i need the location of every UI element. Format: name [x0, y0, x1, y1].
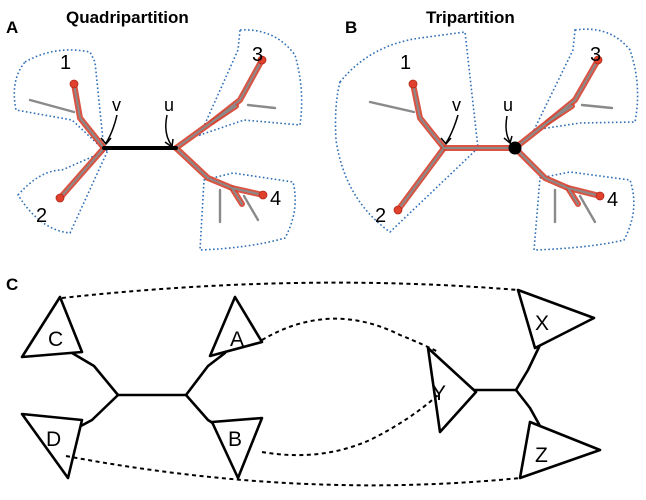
- partition-12-outline: [334, 31, 479, 234]
- gray-branch: [368, 100, 416, 114]
- arrow-to-u-b: [505, 115, 511, 143]
- subtree-b-label: B: [228, 428, 242, 451]
- arrow-to-v-b: [445, 114, 459, 144]
- panel-a: A Quadripartition: [6, 8, 303, 251]
- panel-c-letter: C: [6, 275, 18, 294]
- subtree-c: C: [20, 295, 84, 359]
- leaf-4-label: 4: [270, 188, 281, 210]
- panel-b-letter: B: [345, 18, 357, 37]
- subtree-a: A: [208, 295, 264, 358]
- subtree-z-label: Z: [535, 444, 548, 467]
- subtree-a-label: A: [230, 328, 244, 351]
- subtree-y: Y: [426, 346, 478, 434]
- dashed-link-d-z: [65, 455, 521, 487]
- partition-3-outline-b: [532, 28, 639, 132]
- leaf-2-label-b: 2: [375, 205, 386, 227]
- dashed-link-c-x: [61, 281, 519, 299]
- dashed-link-b-y: [261, 394, 439, 457]
- leaf-1-label: 1: [60, 52, 71, 74]
- node-v-label-b: v: [452, 95, 461, 115]
- panel-a-letter: A: [6, 18, 18, 37]
- gray-branch: [28, 98, 76, 114]
- gray-branch: [578, 194, 597, 224]
- partition-4-outline-b: [533, 171, 635, 251]
- subtree-d-label: D: [46, 428, 61, 451]
- partition-2-outline: [17, 148, 110, 234]
- subtree-b: B: [210, 416, 264, 480]
- right-tree: Y X Z: [426, 288, 602, 480]
- node-u-dot: [508, 141, 522, 155]
- node-v-label: v: [112, 95, 121, 115]
- leaf-4-label-b: 4: [607, 189, 618, 211]
- node-u-label: u: [164, 95, 174, 115]
- gray-branch: [580, 103, 614, 110]
- panel-c: C C A D B: [6, 275, 602, 487]
- highlighted-tree-b: [393, 55, 605, 215]
- gray-branch: [246, 103, 277, 110]
- arrow-to-u: [165, 114, 173, 147]
- node-u-label-b: u: [503, 95, 513, 115]
- subtree-d: D: [20, 412, 84, 480]
- dashed-link-a-y: [261, 317, 439, 353]
- leaf-1-label-b: 1: [400, 52, 411, 74]
- left-tree: C A D B: [20, 295, 264, 480]
- partition-4-outline: [199, 172, 296, 251]
- panel-b: B Tripartition: [334, 8, 639, 251]
- subtree-x: X: [516, 288, 596, 350]
- subtree-z: Z: [518, 420, 602, 480]
- leaf-3-label: 3: [252, 44, 263, 66]
- leaf-2-label: 2: [36, 205, 47, 227]
- arrowhead-u: [164, 138, 174, 149]
- panel-b-title: Tripartition: [426, 8, 515, 27]
- gray-branch: [242, 194, 260, 222]
- arrow-to-v: [105, 114, 118, 144]
- arrowhead-v-b: [440, 137, 452, 146]
- highlighted-tree-a: [55, 55, 268, 207]
- subtree-c-label: C: [48, 328, 63, 351]
- panel-a-title: Quadripartition: [66, 8, 189, 27]
- subtree-x-label: X: [535, 312, 549, 335]
- arrowhead-v: [100, 137, 112, 146]
- subtree-y-label: Y: [432, 382, 446, 405]
- arrowhead-u-b: [503, 135, 513, 145]
- leaf-3-label-b: 3: [590, 44, 601, 66]
